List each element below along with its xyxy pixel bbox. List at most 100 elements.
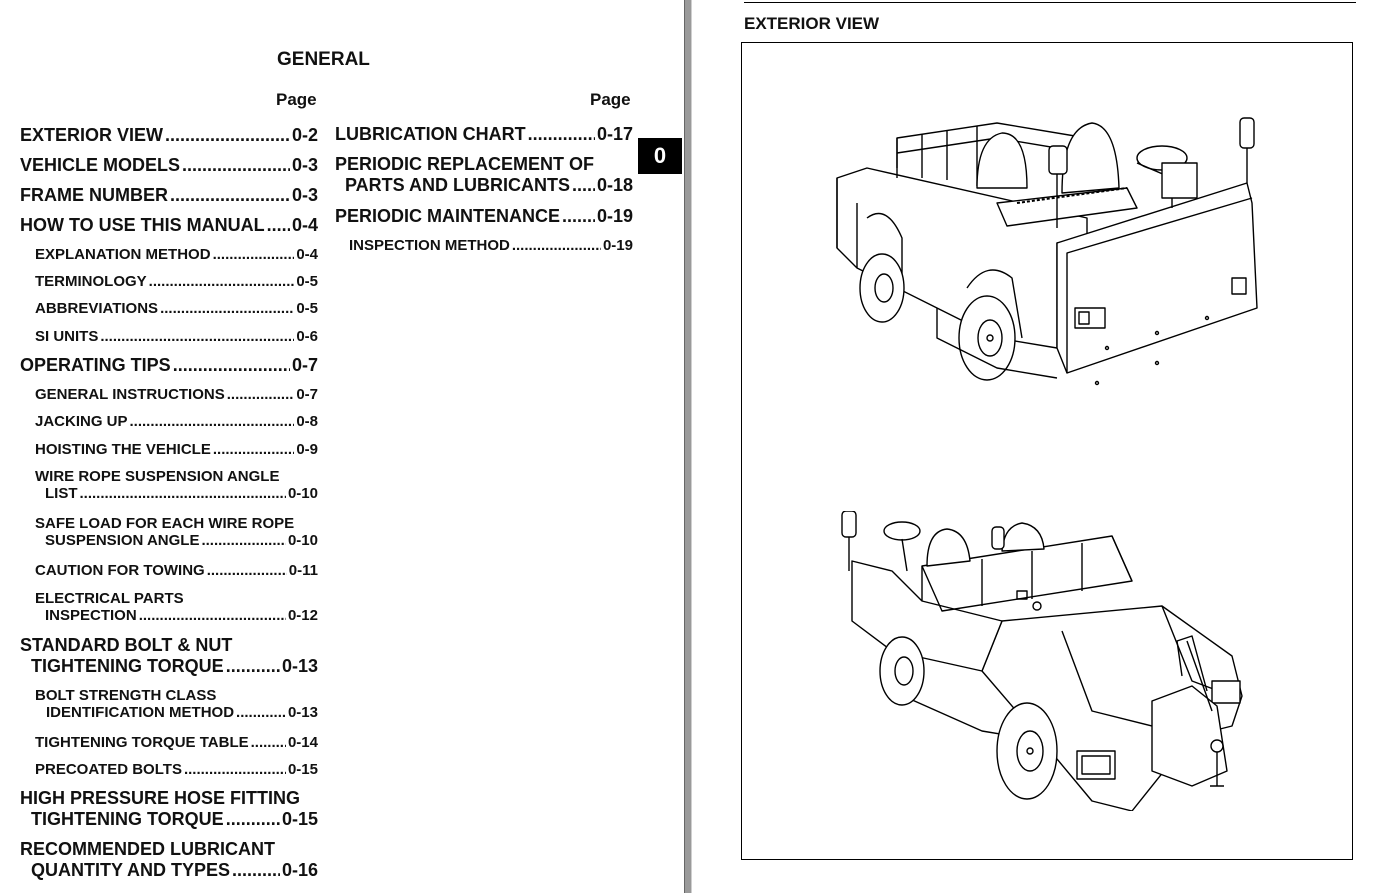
toc-label: LUBRICATION CHART — [335, 124, 526, 144]
toc-label: HOISTING THE VEHICLE — [35, 441, 211, 458]
toc-entry[interactable]: FRAME NUMBER0-3 — [20, 185, 318, 206]
toc-subentry[interactable]: BOLT STRENGTH CLASS IDENTIFICATION METHO… — [35, 687, 318, 721]
toc-subentry[interactable]: PRECOATED BOLTS0-15 — [35, 761, 318, 778]
leader-dots — [213, 441, 294, 458]
toc-entry[interactable]: PERIODIC REPLACEMENT OF PARTS AND LUBRIC… — [335, 154, 633, 196]
leader-dots — [160, 300, 294, 317]
leader-dots — [207, 562, 287, 579]
leader-dots — [512, 237, 601, 254]
toc-label-line2: IDENTIFICATION METHOD — [46, 704, 235, 721]
toc-label: PERIODIC MAINTENANCE — [335, 206, 561, 226]
toc-label: TERMINOLOGY — [35, 273, 147, 290]
toc-subentry[interactable]: TERMINOLOGY 0-5 — [35, 273, 318, 290]
toc-label: OPERATING TIPS — [20, 355, 171, 375]
toc-page: 0-8 — [296, 413, 318, 430]
leader-dots — [201, 532, 286, 549]
toc-subentry[interactable]: ABBREVIATIONS 0-5 — [35, 300, 318, 317]
toc-label-line1: RECOMMENDED LUBRICANT — [20, 839, 275, 859]
toc-label: CAUTION FOR TOWING — [35, 562, 205, 579]
toc-label-line1: PERIODIC REPLACEMENT OF — [335, 154, 595, 174]
toc-subentry[interactable]: WIRE ROPE SUSPENSION ANGLE LIST0-10 — [35, 468, 318, 502]
toc-subentry[interactable]: SAFE LOAD FOR EACH WIRE ROPE SUSPENSION … — [35, 515, 318, 549]
toc-label: HOW TO USE THIS MANUAL — [20, 215, 265, 235]
toc-label-line1: SAFE LOAD FOR EACH WIRE ROPE — [35, 515, 295, 532]
toc-subentry[interactable]: INSPECTION METHOD0-19 — [349, 237, 633, 254]
leader-dots — [213, 246, 295, 263]
toc-entry[interactable]: RECOMMENDED LUBRICANT QUANTITY AND TYPES… — [20, 839, 318, 881]
toc-label: SI UNITS — [35, 328, 99, 345]
left-page: GENERAL Page Page 0 EXTERIOR VIEW0-2 VEH… — [0, 0, 684, 893]
toc-subentry[interactable]: CAUTION FOR TOWING 0-11 — [35, 562, 318, 579]
toc-label: JACKING UP — [35, 413, 128, 430]
toc-label: EXTERIOR VIEW — [20, 125, 164, 145]
toc-page: 0-11 — [288, 562, 318, 579]
toc-page: 0-12 — [287, 607, 318, 624]
page-column-header-2: Page — [590, 90, 631, 109]
toc-label: VEHICLE MODELS — [20, 155, 181, 175]
toc-page: 0-17 — [596, 124, 633, 144]
leader-dots — [528, 124, 595, 145]
toc-entry[interactable]: HIGH PRESSURE HOSE FITTING TIGHTENING TO… — [20, 788, 318, 830]
exterior-view-title: EXTERIOR VIEW — [744, 14, 880, 33]
leader-dots — [572, 175, 595, 196]
toc-label: ABBREVIATIONS — [35, 300, 159, 317]
toc-subentry[interactable]: GENERAL INSTRUCTIONS0-7 — [35, 386, 318, 403]
leader-dots — [149, 273, 295, 290]
toc-label-line1: STANDARD BOLT & NUT — [20, 635, 233, 655]
toc-page: 0-5 — [296, 300, 318, 317]
leader-dots — [130, 413, 295, 430]
toc-subentry[interactable]: SI UNITS 0-6 — [35, 328, 318, 345]
toc-label-line1: BOLT STRENGTH CLASS — [35, 687, 217, 704]
leader-dots — [170, 185, 290, 206]
leader-dots — [267, 215, 290, 236]
toc-subentry[interactable]: JACKING UP 0-8 — [35, 413, 318, 430]
toc-page: 0-16 — [281, 860, 318, 880]
right-page: EXTERIOR VIEW — [692, 0, 1374, 893]
leader-dots — [236, 704, 286, 721]
toc-page: 0-7 — [291, 355, 318, 375]
toc-entry[interactable]: EXTERIOR VIEW 0-2 — [20, 125, 318, 146]
toc-subentry[interactable]: HOISTING THE VEHICLE 0-9 — [35, 441, 318, 458]
toc-entry[interactable]: VEHICLE MODELS 0-3 — [20, 155, 318, 176]
toc-page: 0-18 — [596, 175, 633, 195]
illustration-frame — [741, 42, 1353, 860]
toc-page: 0-10 — [287, 532, 318, 549]
toc-entry[interactable]: PERIODIC MAINTENANCE0-19 — [335, 206, 633, 227]
toc-label-line2: INSPECTION — [45, 607, 137, 624]
toc-entry[interactable]: HOW TO USE THIS MANUAL 0-4 — [20, 215, 318, 236]
toc-page: 0-2 — [291, 125, 318, 145]
leader-dots — [100, 328, 294, 345]
page-title: GENERAL — [277, 49, 370, 70]
tow-tractor-rear-view-illustration — [836, 117, 1258, 386]
toc-page: 0-9 — [296, 441, 318, 458]
toc-page: 0-15 — [281, 809, 318, 829]
leader-dots — [232, 860, 280, 881]
section-tab: 0 — [638, 138, 682, 174]
page-gutter — [684, 0, 692, 893]
leader-dots — [182, 155, 290, 176]
toc-page: 0-13 — [281, 656, 318, 676]
leader-dots — [173, 355, 290, 376]
toc-label-line2: TIGHTENING TORQUE — [31, 809, 224, 829]
toc-label-line2: PARTS AND LUBRICANTS — [345, 175, 570, 195]
toc-label-line2: LIST — [45, 485, 78, 502]
leader-dots — [227, 386, 295, 403]
toc-page: 0-6 — [296, 328, 318, 345]
toc-page: 0-3 — [291, 185, 318, 205]
toc-label-line1: WIRE ROPE SUSPENSION ANGLE — [35, 468, 280, 485]
toc-page: 0-5 — [296, 273, 318, 290]
toc-subentry[interactable]: EXPLANATION METHOD0-4 — [35, 246, 318, 263]
toc-page: 0-4 — [291, 215, 318, 235]
toc-entry[interactable]: LUBRICATION CHART 0-17 — [335, 124, 633, 145]
toc-subentry[interactable]: ELECTRICAL PARTS INSPECTION0-12 — [35, 590, 318, 624]
toc-label: TIGHTENING TORQUE TABLE — [35, 734, 249, 751]
toc-page: 0-3 — [291, 155, 318, 175]
toc-label: PRECOATED BOLTS — [35, 761, 182, 778]
toc-entry[interactable]: STANDARD BOLT & NUT TIGHTENING TORQUE0-1… — [20, 635, 318, 677]
toc-subentry[interactable]: TIGHTENING TORQUE TABLE0-14 — [35, 734, 318, 751]
leader-dots — [165, 125, 290, 146]
toc-label-line1: HIGH PRESSURE HOSE FITTING — [20, 788, 301, 808]
toc-entry[interactable]: OPERATING TIPS 0-7 — [20, 355, 318, 376]
toc-page: 0-4 — [296, 246, 318, 263]
leader-dots — [562, 206, 595, 227]
